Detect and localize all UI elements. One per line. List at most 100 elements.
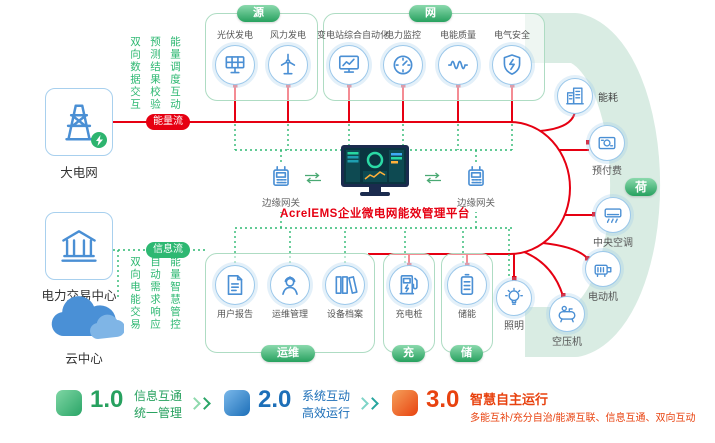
item-label: 充电桩: [395, 309, 423, 319]
item-label: 设备档案: [326, 309, 363, 319]
item-label: 运维管理: [271, 309, 308, 319]
wind-turbine-icon: [275, 52, 301, 78]
item-label: 光伏发电: [216, 30, 253, 40]
item-label: 电动机: [588, 292, 618, 303]
item-circle: [215, 265, 255, 305]
note-forecast-check: 预测结果校验: [149, 36, 161, 111]
item-circle: [557, 78, 593, 114]
item-label: 中央空调: [593, 238, 633, 249]
solar-panel-icon: [222, 52, 248, 78]
charge-group-title: 充: [392, 345, 425, 362]
item-circle: [496, 280, 532, 316]
note-smart-control: 能量智慧管控: [169, 256, 181, 331]
load-item-lighting: 照明: [482, 280, 546, 332]
load-group-title: 荷: [625, 178, 658, 196]
energy-badge-icon: [91, 132, 107, 148]
item-label: 用户报告: [216, 309, 253, 319]
bidirectional-arrow-icon: [305, 172, 321, 184]
energy-flow-badge: 能量流: [146, 114, 190, 130]
item-label: 照明: [504, 321, 524, 332]
gateway-label: 边缘网关: [261, 198, 300, 209]
report-icon: [222, 272, 248, 298]
power-trading-center-box: [45, 212, 113, 280]
om-item-management: 运维管理: [258, 265, 322, 320]
load-label-consumption: 能耗: [598, 93, 618, 104]
om-item-report: 用户报告: [203, 265, 267, 320]
storage-group-title: 储: [450, 345, 483, 362]
item-label: 风力发电: [269, 30, 306, 40]
load-item-prepaid: 预付费: [575, 125, 639, 177]
legend-3-line2: 多能互补/充分自治/能源互联、信息互通、双向互动: [470, 413, 696, 424]
grid-item-substation: 变电站综合自动化: [317, 30, 389, 85]
item-label: 储能: [457, 309, 476, 319]
item-circle: [325, 265, 365, 305]
charge-item-pile: 充电桩: [377, 265, 441, 320]
load-item-motor: 电动机: [571, 251, 635, 303]
gateway-label: 边缘网关: [456, 198, 495, 209]
item-label: 电力监控: [384, 30, 421, 40]
books-icon: [332, 272, 358, 298]
cloud-icon: [51, 296, 124, 339]
legend-2-line1: 系统互动: [302, 389, 351, 403]
load-item-consumption: [557, 78, 593, 119]
air-conditioner-icon: [602, 204, 624, 226]
legend-3-version: 3.0: [426, 386, 460, 413]
item-circle: [438, 45, 478, 85]
legend-1-square: [56, 390, 82, 416]
platform-title: AcrelEMS企业微电网能效管理平台: [280, 208, 470, 220]
item-circle: [329, 45, 369, 85]
source-item-wind: 风力发电: [256, 30, 320, 85]
note-data-exchange: 双向数据交互: [129, 36, 141, 111]
source-item-pv: 光伏发电: [203, 30, 267, 85]
light-bulb-icon: [503, 287, 525, 309]
legend-2-line2: 高效运行: [302, 405, 351, 420]
edge-gateway-right: 边缘网关: [448, 163, 504, 209]
charging-pile-icon: [396, 272, 422, 298]
gauge-icon: [390, 52, 416, 78]
waveform-icon: [445, 52, 471, 78]
legend-3-square: [392, 390, 418, 416]
shield-icon: [499, 52, 525, 78]
item-label: 空压机: [552, 337, 582, 348]
prepaid-card-icon: [596, 132, 618, 154]
item-circle: [268, 45, 308, 85]
legend-1-text: 信息互通 统一管理: [134, 388, 182, 421]
storage-item-battery: 储能: [435, 265, 499, 320]
item-circle: [447, 265, 487, 305]
gateway-icon: [463, 163, 489, 189]
gateway-icon: [268, 163, 294, 189]
note-dispatch-interaction: 能量调度互动: [169, 36, 181, 111]
grid-item-quality: 电能质量: [426, 30, 490, 85]
cloud-center-label: 云中心: [65, 352, 103, 366]
exchange-building-icon: [57, 224, 101, 268]
grid-utility-box: [45, 88, 113, 156]
grid-utility-label: 大电网: [60, 166, 98, 180]
worker-icon: [277, 272, 303, 298]
item-circle: [270, 265, 310, 305]
item-label: 电气安全: [493, 30, 530, 40]
load-item-compressor: 空压机: [535, 296, 599, 348]
legend-2-text: 系统互动 高效运行: [302, 388, 350, 421]
item-circle: [585, 251, 621, 287]
item-circle: [549, 296, 585, 332]
grid-group-title: 网: [409, 5, 452, 22]
bottom-interaction-notes: 双向电能交易 自动需求响应 能量智慧管控: [128, 256, 181, 331]
power-trading-center-label: 电力交易中心: [41, 289, 117, 303]
edge-gateway-left: 边缘网关: [253, 163, 309, 209]
motor-icon: [592, 258, 614, 280]
top-interaction-notes: 双向数据交互 预测结果校验 能量调度互动: [128, 36, 181, 111]
air-compressor-icon: [556, 303, 578, 325]
building-icon: [564, 85, 586, 107]
item-label: 预付费: [592, 166, 622, 177]
grid-item-monitoring: 电力监控: [371, 30, 435, 85]
item-circle: [492, 45, 532, 85]
item-label: 电能质量: [439, 30, 476, 40]
item-circle: [589, 125, 625, 161]
note-demand-response: 自动需求响应: [149, 256, 161, 331]
om-item-archive: 设备档案: [313, 265, 377, 320]
legend-2-version: 2.0: [258, 386, 292, 413]
legend-1-line2: 统一管理: [134, 405, 183, 420]
legend-1-version: 1.0: [90, 386, 124, 413]
legend-2-square: [224, 390, 250, 416]
